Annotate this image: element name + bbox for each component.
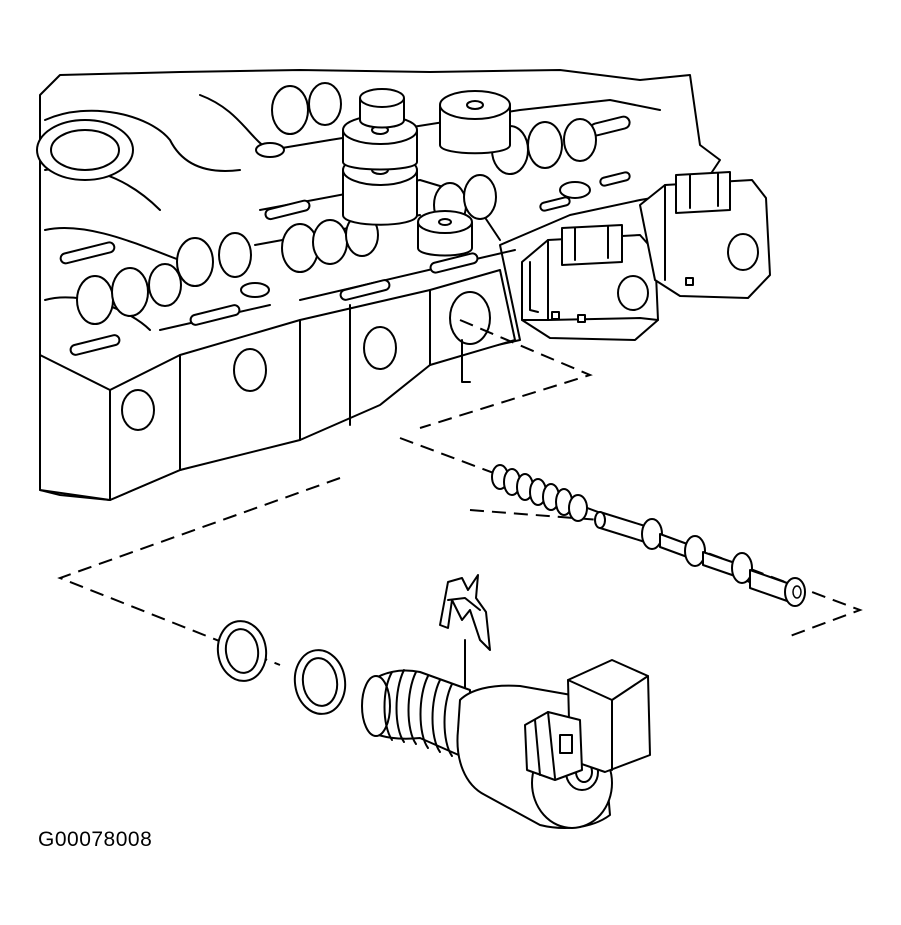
body-plug-5 xyxy=(359,88,405,129)
body-spool-2 xyxy=(176,232,252,287)
installed-solenoid-left xyxy=(521,224,659,341)
body-spool-3 xyxy=(281,213,379,273)
valve-spool xyxy=(594,511,806,607)
figure-id-label: G00078008 xyxy=(38,828,153,851)
body-plug-4 xyxy=(417,210,473,257)
body-plug-3 xyxy=(439,90,511,155)
solenoid xyxy=(361,659,651,829)
spring xyxy=(491,464,588,522)
o-ring-outer xyxy=(216,620,268,682)
o-ring-inner xyxy=(293,649,347,715)
body-spool-1 xyxy=(76,263,182,325)
body-spool-6 xyxy=(271,82,342,135)
retaining-clip xyxy=(439,574,491,691)
body-plug-6 xyxy=(240,142,591,298)
installed-solenoid-right xyxy=(639,171,771,299)
valve-body xyxy=(36,69,721,501)
